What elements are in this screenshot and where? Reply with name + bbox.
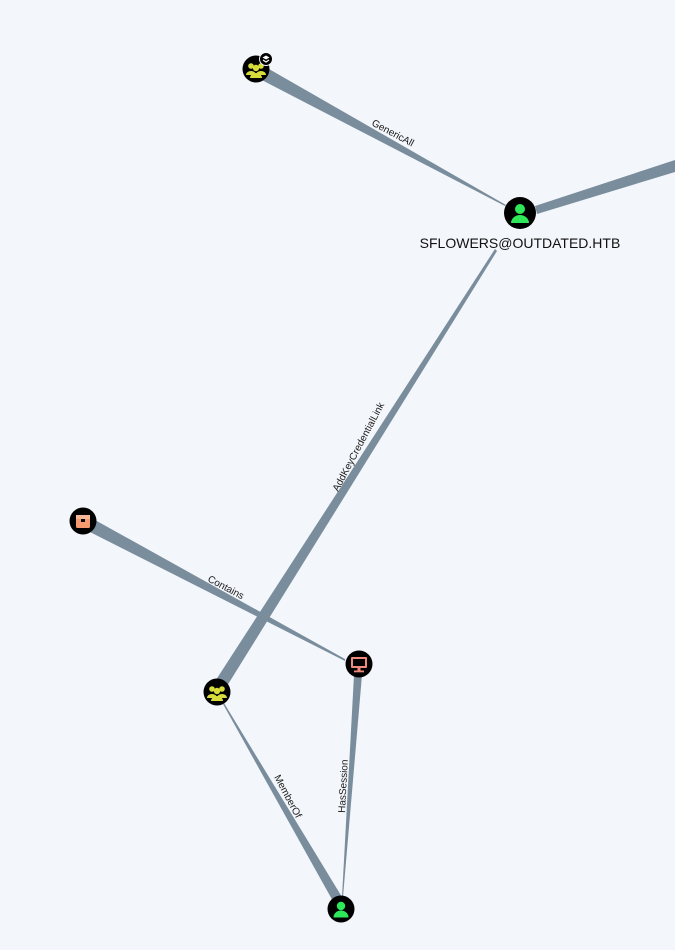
node-group-top[interactable] [242, 52, 273, 83]
node-ou[interactable] [69, 507, 97, 535]
computer-icon [351, 657, 367, 673]
edge-contains[interactable] [80, 515, 345, 661]
user-icon [333, 901, 349, 918]
edge-label-hassession: HasSession [337, 759, 351, 813]
organizational-unit-icon [76, 515, 90, 528]
node-group-bottom[interactable] [203, 678, 231, 706]
highvalue-badge-icon [259, 52, 273, 66]
edge-addkeycredentiallink[interactable] [212, 249, 497, 694]
user-icon [511, 204, 529, 223]
node-user-bottom[interactable] [327, 895, 355, 923]
node-computer[interactable] [345, 650, 373, 678]
group-icon [207, 686, 227, 701]
edges: GenericAll AddKeyCredentialLink Contains… [80, 65, 675, 903]
edge-label-addkeycredentiallink: AddKeyCredentialLink [331, 400, 388, 493]
edge-genericall[interactable] [254, 65, 506, 206]
edge-memberof[interactable] [223, 703, 342, 903]
node-sflowers[interactable] [504, 197, 536, 229]
group-icon [246, 63, 266, 78]
node-label-sflowers: SFLOWERS@OUTDATED.HTB [420, 235, 621, 251]
edge-offscreen[interactable] [535, 160, 675, 214]
edge-hassession[interactable] [342, 675, 362, 897]
